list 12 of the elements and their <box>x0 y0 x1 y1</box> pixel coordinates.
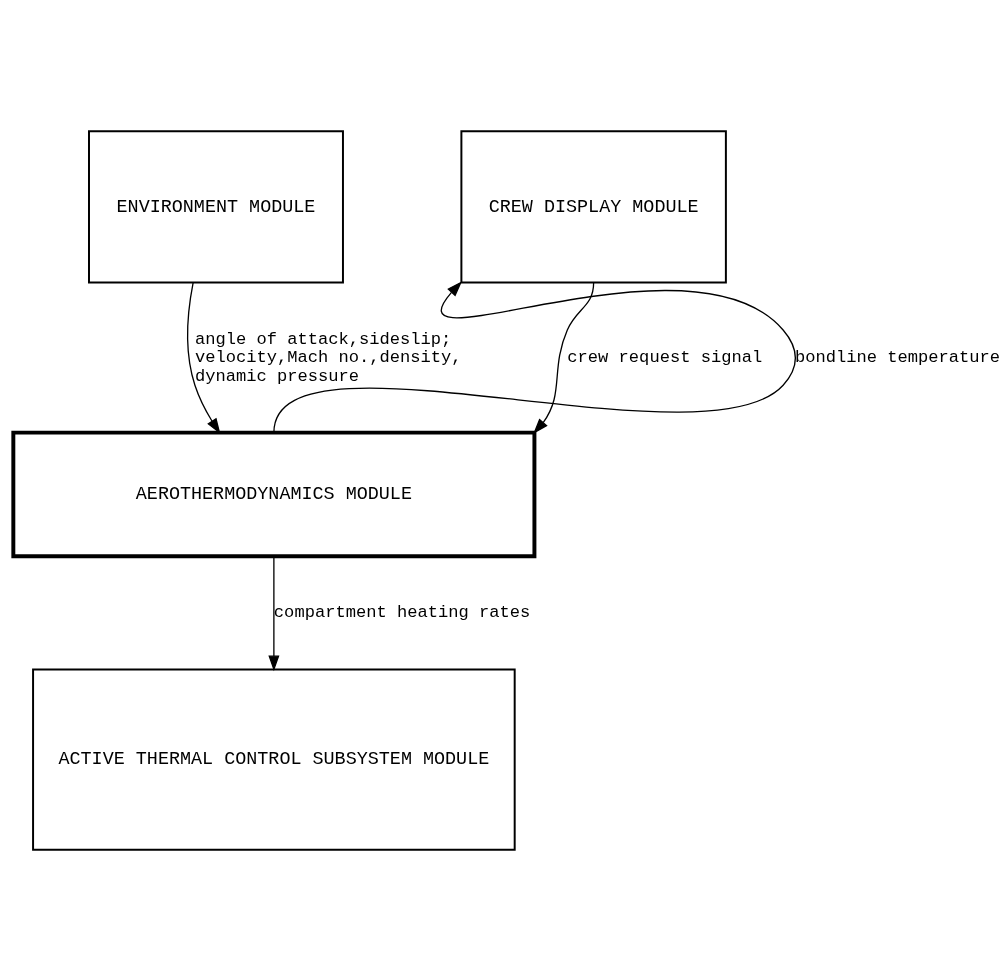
node-box: ENVIRONMENT MODULE <box>88 129 344 284</box>
node-box: ACTIVE THERMAL CONTROL SUBSYSTEM MODULE <box>32 667 516 851</box>
edge-label: compartment heating rates <box>273 602 531 622</box>
arrow <box>533 281 595 434</box>
arrow <box>268 555 280 671</box>
node-box: AEROTHERMODYNAMICS MODULE <box>11 430 537 558</box>
arrow <box>187 281 221 434</box>
edge-label: crew request signal <box>567 347 763 367</box>
edge-label: bondline temperature <box>794 347 1001 367</box>
edge-label: angle of attack,sideslip; velocity,Mach no.,density, dynamic pressure <box>194 329 462 385</box>
node-box: CREW DISPLAY MODULE <box>460 129 727 284</box>
arrow <box>273 280 796 433</box>
